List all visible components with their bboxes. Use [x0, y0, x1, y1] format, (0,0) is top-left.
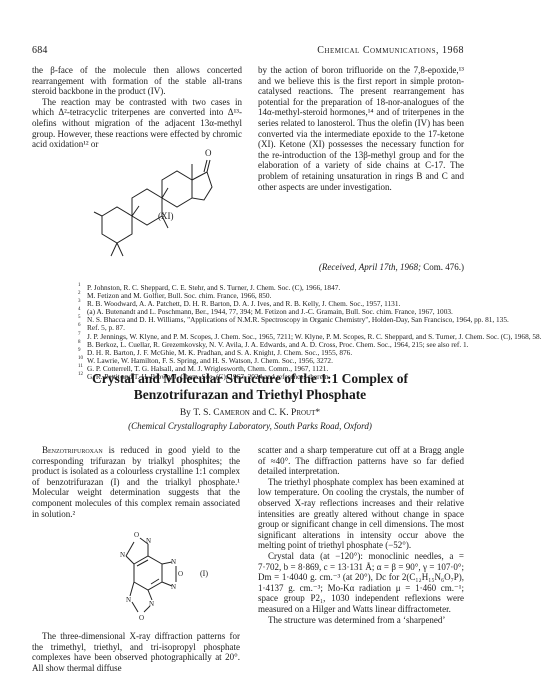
- bottom-right-column: scatter and a sharp temperature cut off …: [258, 445, 464, 625]
- atom-label: N: [120, 551, 125, 559]
- compound-label-i: (I): [200, 569, 208, 578]
- top-right-column: by the action of boron trifluoride on th…: [258, 65, 464, 192]
- atom-label: O: [134, 531, 139, 539]
- received-date: (Received, April 17th, 1968;: [318, 262, 424, 272]
- author-name: T. S. Cameron: [193, 408, 250, 418]
- author-line: By T. S. Cameron and C. K. Prout*: [179, 408, 321, 418]
- atom-label: O: [178, 570, 183, 578]
- journal-page: 684 Chemical Communications, 1968 the β-…: [32, 45, 542, 673]
- paragraph: scatter and a sharp temperature cut off …: [258, 445, 464, 477]
- paragraph: The triethyl phosphate complex has been …: [258, 476, 464, 551]
- page-header: 684 Chemical Communications, 1968: [32, 45, 464, 59]
- communication-number: Com. 476.): [423, 262, 464, 272]
- atom-label: N: [171, 558, 176, 566]
- benzotrifurazan-structure: O N N N N N N O O: [120, 531, 183, 622]
- atom-label: N: [171, 583, 176, 591]
- atom-label: N: [149, 600, 154, 608]
- atom-label: O: [139, 614, 144, 622]
- running-title: Chemical Communications, 1968: [317, 45, 464, 56]
- paragraph: Crystal data (at −120°): monoclinic need…: [258, 550, 464, 614]
- paragraph: Benzotrifuroxan is reduced in good yield…: [32, 445, 240, 519]
- title-line: Benzotrifurazan and Triethyl Phosphate: [133, 387, 367, 402]
- bottom-left-column: Benzotrifuroxan is reduced in good yield…: [32, 445, 240, 519]
- paragraph: The three-dimensional X-ray diffraction …: [32, 631, 240, 673]
- title-line: Crystal and Molecular Structure of the 1…: [92, 371, 408, 386]
- reference-item: 4(a) A. Butenandt and L. Poschmann, Ber.…: [78, 307, 453, 317]
- atom-label: N: [146, 537, 151, 545]
- ketone-oxygen-label: O: [205, 148, 212, 158]
- steroid-structure-xi: O: [93, 148, 213, 257]
- author-name: C. K. Prout*: [268, 408, 321, 418]
- bottom-left-column-continued: The three-dimensional X-ray diffraction …: [32, 631, 240, 673]
- page-number: 684: [32, 45, 48, 56]
- paragraph: the β-face of the molecule then allows c…: [32, 65, 242, 97]
- affiliation: (Chemical Crystallography Laboratory, So…: [128, 421, 372, 431]
- article-title: Crystal and Molecular Structure of the 1…: [32, 371, 468, 403]
- paragraph: by the action of boron trifluoride on th…: [258, 65, 464, 192]
- atom-label: N: [126, 596, 131, 604]
- top-left-column: the β-face of the molecule then allows c…: [32, 65, 242, 150]
- paragraph: The structure was determined from a ‘sha…: [268, 614, 446, 625]
- received-line: (Received, April 17th, 1968; Com. 476.): [319, 262, 464, 272]
- paragraph: The reaction may be contrasted with two …: [32, 96, 242, 150]
- lead-word: Benzotrifuroxan: [42, 445, 103, 455]
- compound-label-xi: (XI): [158, 211, 174, 221]
